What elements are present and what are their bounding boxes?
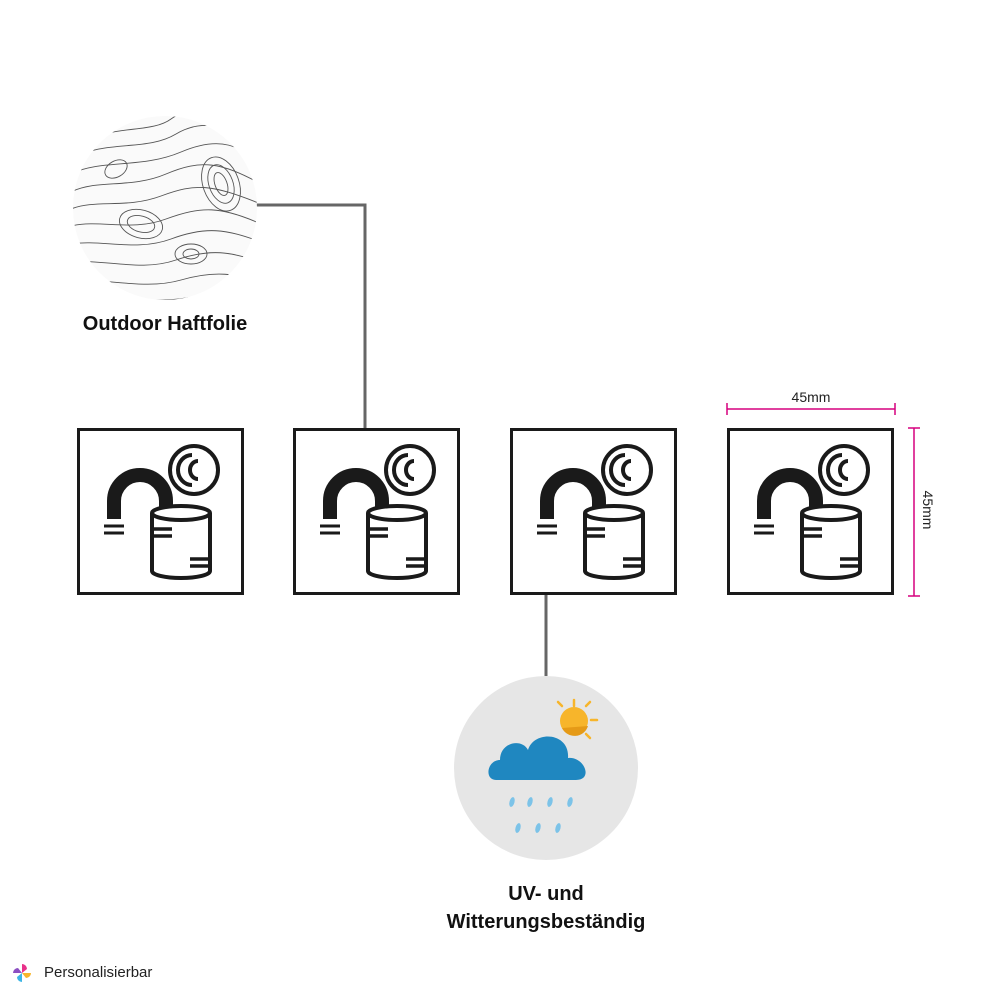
material-texture-circle — [71, 114, 259, 302]
weather-label-line1: UV- und — [508, 883, 584, 905]
weather-circle — [454, 676, 638, 860]
magnet-can-icon — [80, 431, 241, 592]
sign-2 — [293, 428, 460, 595]
magnet-can-icon — [296, 431, 457, 592]
sign-4 — [727, 428, 894, 595]
brand-logo — [12, 963, 32, 983]
width-dimension-label: 45mm — [791, 389, 831, 405]
sun-icon — [556, 698, 599, 740]
weather-label: UV- und Witterungsbeständig — [396, 880, 696, 936]
pinwheel-logo-icon — [13, 964, 31, 982]
material-label: Outdoor Haftfolie — [82, 313, 248, 335]
sign-1 — [77, 428, 244, 595]
height-dimension-label: 45mm — [920, 490, 936, 530]
rain-icon — [509, 797, 573, 833]
cloud-icon — [488, 736, 586, 780]
magnet-can-icon — [730, 431, 891, 592]
brand-name: Personalisierbar — [44, 964, 153, 981]
weather-label-line2: Witterungsbeständig — [446, 911, 646, 933]
magnet-can-icon — [513, 431, 674, 592]
sign-3 — [510, 428, 677, 595]
